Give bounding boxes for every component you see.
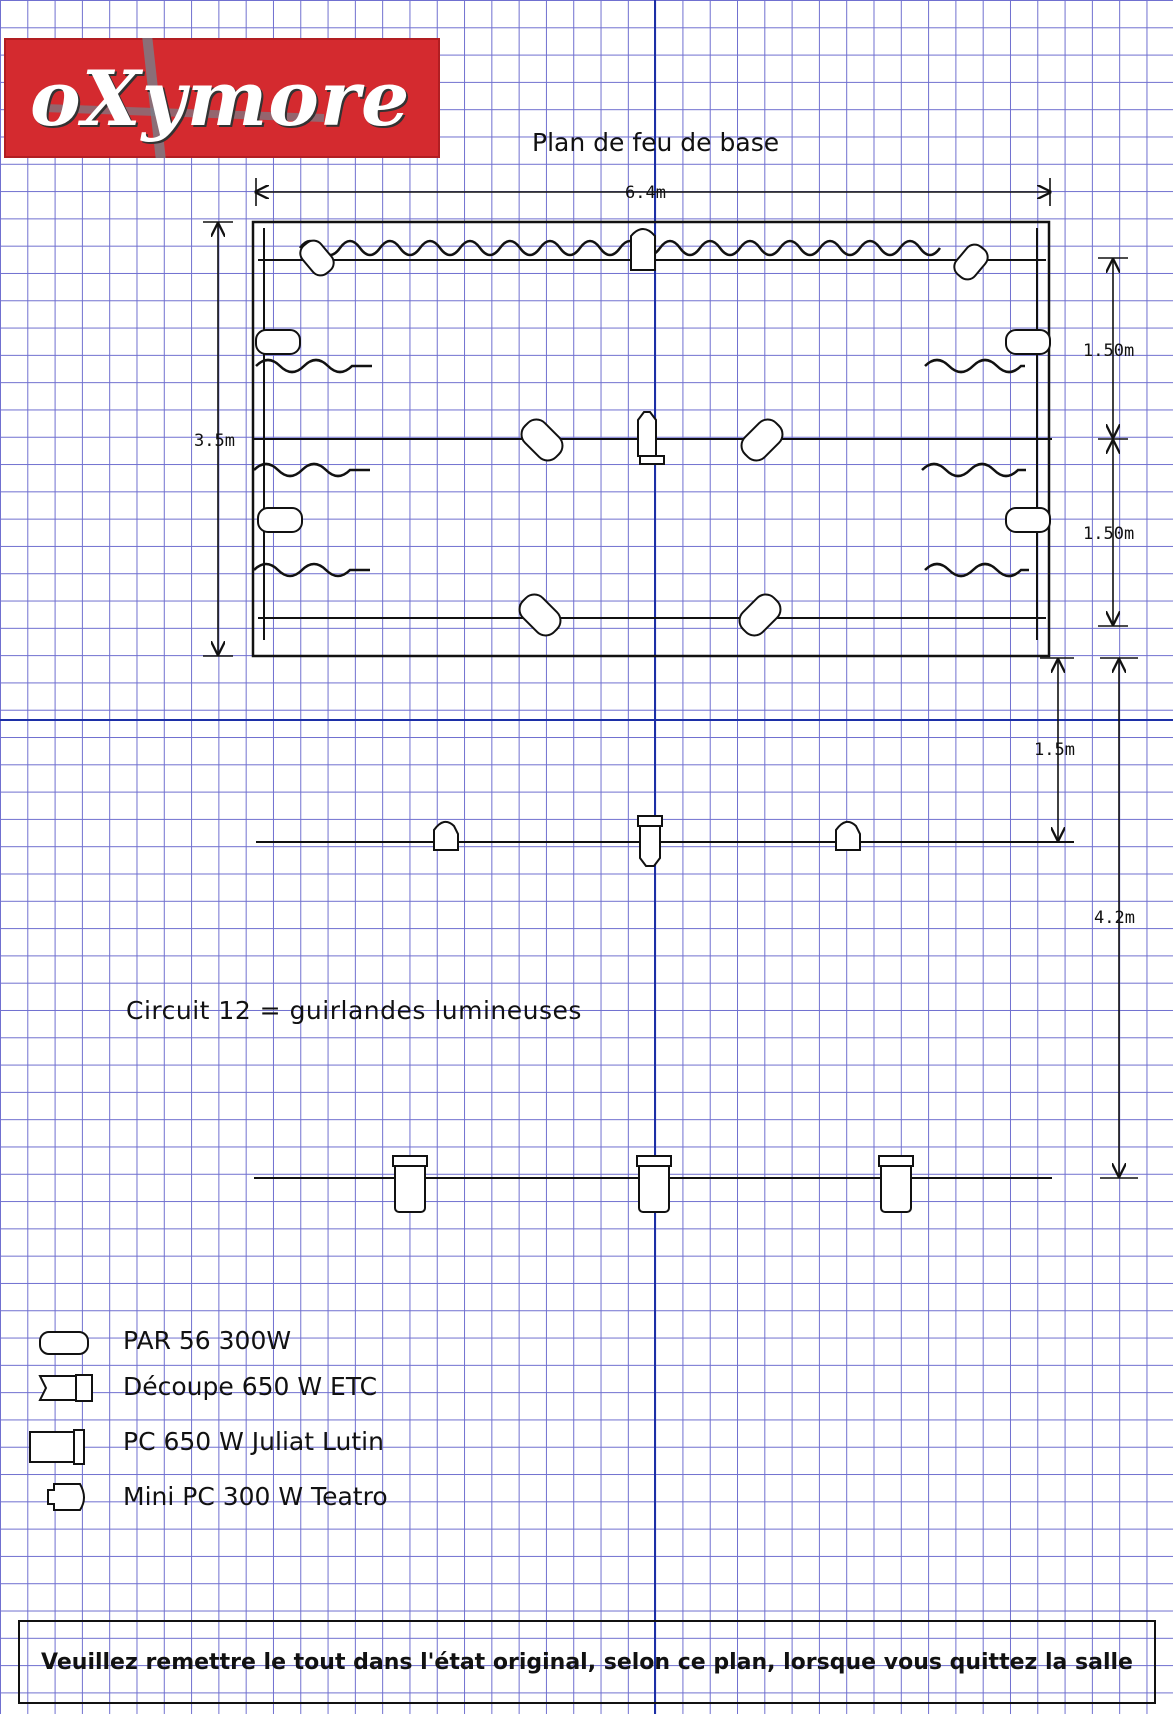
pc-spot-icon [29,1429,85,1465]
profile-spot-mid-center [637,411,665,465]
center-axis-horizontal [0,719,1173,721]
circuit-note: Circuit 12 = guirlandes lumineuses [126,996,582,1025]
notice-box: Veuillez remettre le tout dans l'état or… [18,1620,1156,1704]
garland-rear [298,239,942,257]
par-right-2 [1005,507,1051,533]
dimension-stage-depth: 3.5m [194,431,235,451]
pc-spot-foh2-center [636,1155,672,1213]
garland-left-2 [253,462,370,478]
par-icon [39,1331,89,1355]
garland-left-1 [255,358,372,374]
legend-label-mini-pc: Mini PC 300 W Teatro [123,1482,388,1511]
mini-pc-foh1-right [835,820,861,851]
notice-text: Veuillez remettre le tout dans l'état or… [41,1649,1133,1675]
fixture-rear-left [299,239,335,277]
logo-cross-icon [43,38,325,158]
dimension-batten-spacing-1: 1.50m [1083,341,1135,361]
pc-spot-foh2-left [392,1155,428,1213]
fixture-front-right [738,593,782,637]
logo [4,38,440,158]
fixture-rear-right [953,243,989,281]
par-left-1 [255,329,301,355]
profile-spot-icon [38,1374,93,1402]
fixture-mid-right [740,418,784,462]
mini-pc-icon [47,1483,85,1511]
garland-right-1 [924,358,1025,374]
dimension-front-batten: 1.5m [1034,740,1075,760]
garland-right-2 [921,462,1026,478]
logo-text: oXymore [30,54,411,143]
legend-label-pc: PC 650 W Juliat Lutin [123,1427,384,1456]
legend-label-profile: Découpe 650 W ETC [123,1372,378,1401]
par-left-2 [257,507,303,533]
legend-label-par: PAR 56 300W [123,1326,292,1355]
pc-spot-foh2-right [878,1155,914,1213]
mini-pc-foh1-left [433,820,459,851]
plan-title: Plan de feu de base [532,128,780,157]
dimension-rear-batten: 4.2m [1094,908,1135,928]
fixture-rear-center [630,228,656,271]
fixture-mid-left [520,418,564,462]
fixture-front-left [518,593,562,637]
dimension-stage-width: 6.4m [625,183,666,203]
dimension-batten-spacing-2: 1.50m [1083,524,1135,544]
par-right-1 [1005,329,1051,355]
garland-right-3 [924,562,1029,578]
garland-left-3 [253,562,370,578]
profile-spot-foh1-center [637,815,663,867]
